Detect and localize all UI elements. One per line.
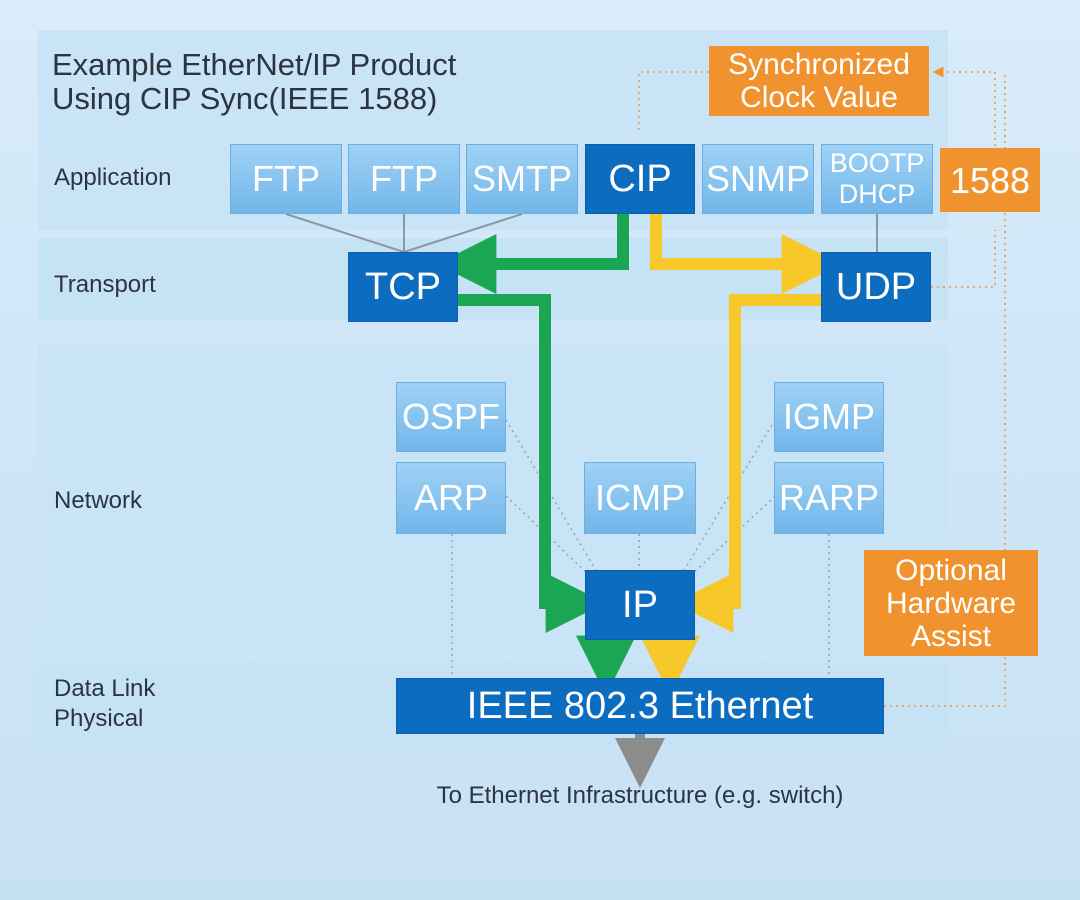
synchronized-clock-value: Synchronized Clock Value xyxy=(709,46,929,116)
protocol-ftp-2: FTP xyxy=(348,144,460,214)
clock-line-2: Clock Value xyxy=(740,81,898,114)
network-dotted-links xyxy=(451,419,830,678)
assist-line-1: Optional xyxy=(895,553,1007,587)
bootp-label: BOOTP xyxy=(829,148,925,178)
protocol-bootp-dhcp: BOOTP DHCP xyxy=(821,144,933,214)
protocol-udp: UDP xyxy=(821,252,931,322)
layer-label-application: Application xyxy=(54,164,172,191)
ethernet-bar: IEEE 802.3 Ethernet xyxy=(396,678,884,734)
protocol-rarp: RARP xyxy=(774,462,884,534)
protocol-icmp: ICMP xyxy=(584,462,696,534)
clock-line-1: Synchronized xyxy=(728,48,910,81)
layer-label-transport: Transport xyxy=(54,271,156,298)
udp-data-path xyxy=(640,214,842,696)
tcp-data-path xyxy=(436,214,636,696)
title-line-2: Using CIP Sync(IEEE 1588) xyxy=(52,81,438,116)
protocol-arp: ARP xyxy=(396,462,506,534)
protocol-cip: CIP xyxy=(585,144,695,214)
dhcp-label: DHCP xyxy=(838,179,916,209)
optional-hardware-assist: Optional Hardware Assist xyxy=(864,550,1038,656)
sync-dotted-links xyxy=(638,66,1006,707)
ieee-1588-box: 1588 xyxy=(940,148,1040,212)
protocol-ftp-1: FTP xyxy=(230,144,342,214)
layer-label-datalink-line2: Physical xyxy=(54,705,144,732)
protocol-smtp: SMTP xyxy=(466,144,578,214)
protocol-ip: IP xyxy=(585,570,695,640)
diagram-title: Example EtherNet/IP Product Using CIP Sy… xyxy=(52,48,572,116)
protocol-tcp: TCP xyxy=(348,252,458,322)
assist-line-2: Hardware xyxy=(885,586,1017,620)
infrastructure-note: To Ethernet Infrastructure (e.g. switch) xyxy=(436,782,844,809)
protocol-snmp: SNMP xyxy=(702,144,814,214)
protocol-igmp: IGMP xyxy=(774,382,884,452)
layer-label-datalink: Data Link Physical xyxy=(54,674,155,734)
title-line-1: Example EtherNet/IP Product xyxy=(52,47,457,82)
assist-line-3: Assist xyxy=(910,619,991,653)
layer-label-datalink-line1: Data Link xyxy=(54,675,156,702)
app-to-transport-links xyxy=(285,213,878,253)
layer-label-network: Network xyxy=(54,487,143,514)
protocol-ospf: OSPF xyxy=(396,382,506,452)
